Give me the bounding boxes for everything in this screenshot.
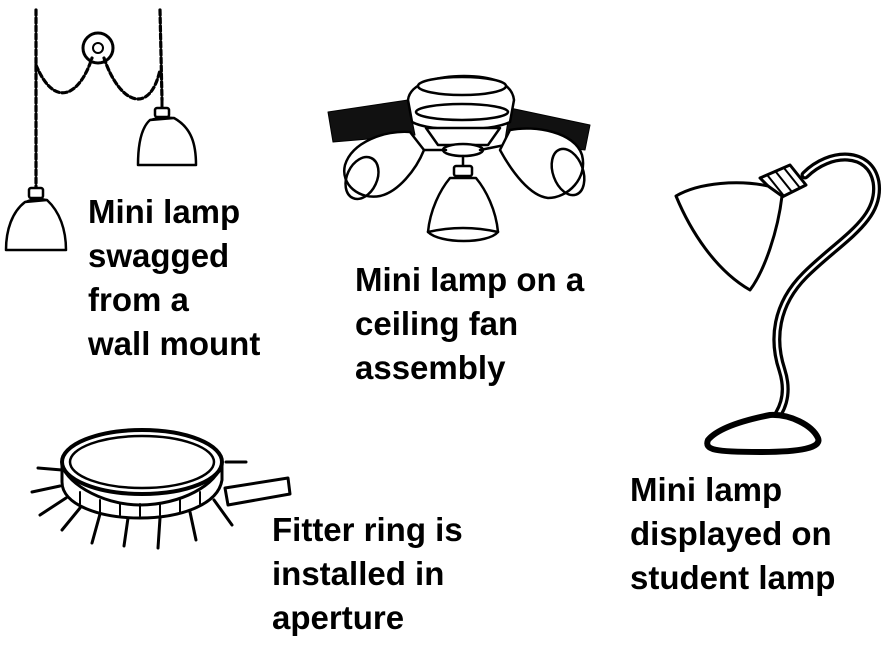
pendant-shade-right [136, 98, 198, 167]
caption-ceiling-fan: Mini lamp on a ceiling fan assembly [355, 258, 584, 390]
fan-shade-left [342, 130, 426, 201]
caption-line: from a [88, 281, 189, 318]
ceiling-fan-illustration [327, 74, 591, 243]
lamp-base [704, 411, 822, 455]
caption-line: displayed on [630, 515, 832, 552]
caption-line: assembly [355, 349, 506, 386]
fan-shade-right [498, 127, 586, 200]
caption-line: Fitter ring is [272, 511, 463, 548]
caption-line: swagged [88, 237, 230, 274]
caption-line: aperture [272, 599, 405, 636]
student-lamp-illustration [674, 152, 882, 455]
fitter-prongs [30, 460, 248, 550]
caption-line: Mini lamp [88, 193, 241, 230]
caption-wall-mount: Mini lamp swagged from a wall mount [88, 190, 260, 366]
caption-line: Mini lamp on a [355, 261, 585, 298]
caption-line: installed in [272, 555, 445, 592]
caption-student-lamp: Mini lamp displayed on student lamp [630, 468, 835, 600]
swag-lamp-illustration [4, 8, 198, 252]
fan-shade-bottom [426, 164, 500, 243]
caption-line: student lamp [630, 559, 836, 596]
caption-fitter-ring: Fitter ring is installed in aperture [272, 508, 463, 640]
lamp-shade [674, 181, 784, 292]
fitter-ring-illustration [30, 428, 292, 550]
caption-line: wall mount [88, 325, 261, 362]
swag-chain [34, 8, 164, 192]
caption-line: Mini lamp [630, 471, 783, 508]
pendant-shade-left [4, 186, 68, 252]
fitter-ring-body [60, 460, 224, 520]
caption-line: ceiling fan [355, 305, 519, 342]
fitter-arm [223, 476, 292, 507]
